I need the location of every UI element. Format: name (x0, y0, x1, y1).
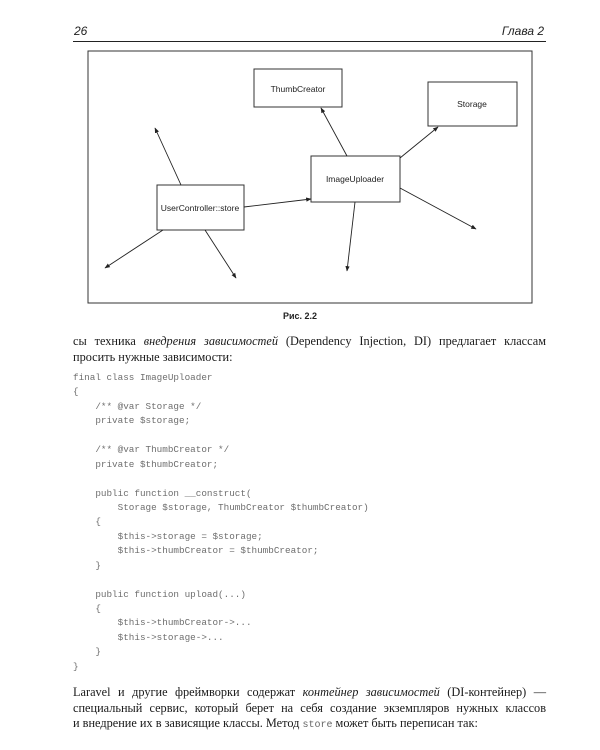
code-line: $this->thumbCreator = $thumbCreator; (73, 545, 319, 557)
paragraph-intro-line-2: просить нужные зависимости: (73, 349, 233, 364)
text-run: может быть переписан так: (332, 716, 478, 730)
figure-frame (87, 50, 533, 304)
arrow-controller-out-up (154, 127, 182, 186)
code-line: /** @var ThumbCreator */ (73, 444, 230, 456)
dependency-diagram: ThumbCreator Storage ImageUploader UserC… (87, 50, 533, 304)
arrow-uploader-to-thumbcreator (320, 107, 348, 157)
imageuploader-box (310, 155, 401, 203)
paragraph-intro-line-1: сы техника внедрения зависимостей (Depen… (73, 334, 546, 350)
thumbcreator-label: ThumbCreator (271, 84, 326, 94)
code-line: Storage $storage, ThumbCreator $thumbCre… (73, 501, 369, 513)
paragraph-di-line-3: и внедрение их в зависящие классы. Метод… (73, 716, 546, 734)
code-line (73, 573, 546, 587)
usercontroller-label: UserController::store (161, 203, 240, 213)
code-line: private $thumbCreator; (73, 458, 219, 470)
storage-box (427, 81, 518, 127)
arrow-controller-out-downright (204, 229, 237, 279)
figure-2-2: ThumbCreator Storage ImageUploader UserC… (0, 0, 600, 321)
code-line: public function __construct( (73, 487, 252, 499)
thumbcreator-box (253, 68, 343, 108)
code-listing: final class ImageUploader { /** @var Stor… (73, 371, 546, 674)
code-line: $this->thumbCreator->... (73, 617, 252, 629)
code-line: } (73, 559, 101, 571)
arrow-uploader-out-down (345, 201, 356, 272)
code-line: } (73, 646, 101, 658)
emphasis-term: внедрения зависимостей (143, 334, 279, 348)
paragraph-di-line-2: специальный сервис, который берет на себ… (73, 700, 546, 715)
figure-caption: Рис. 2.2 (282, 311, 318, 321)
code-line: $this->storage->... (73, 631, 224, 643)
code-line: private $storage; (73, 415, 191, 427)
code-line: $this->storage = $storage; (73, 530, 263, 542)
code-line: /** @var Storage */ (73, 400, 202, 412)
code-line: public function upload(...) (73, 588, 246, 600)
inline-code: store (302, 720, 333, 731)
arrow-controller-out-downleft (104, 229, 164, 269)
page-number: 26 (74, 24, 88, 38)
paragraph-di-container: Laravel и другие фреймворки содержат кон… (73, 685, 546, 734)
usercontroller-box (156, 184, 245, 231)
code-line (73, 472, 546, 486)
text-run: сы техника (73, 334, 144, 348)
arrow-uploader-out-right (399, 187, 477, 230)
paragraph-intro: сы техника внедрения зависимостей (Depen… (73, 334, 546, 365)
code-line: } (73, 660, 79, 672)
chapter-title: Глава 2 (501, 24, 544, 38)
text-run: Laravel и другие фреймворки содержат (73, 685, 303, 699)
code-line: { (73, 386, 79, 398)
text-run: (Dependency Injection, DI) предлагает кл… (278, 334, 546, 348)
arrow-controller-to-uploader (243, 197, 312, 208)
text-run: и внедрение их в зависящие классы. Метод (73, 716, 303, 730)
imageuploader-label: ImageUploader (326, 174, 384, 184)
arrow-uploader-to-storage (399, 126, 439, 159)
text-run: (DI-контейнер) — (439, 685, 547, 699)
header-divider (73, 41, 546, 42)
code-line: { (73, 516, 101, 528)
paragraph-di-line-1: Laravel и другие фреймворки содержат кон… (73, 685, 546, 701)
code-line (73, 429, 546, 443)
code-line: { (73, 603, 101, 614)
emphasis-term: контейнер зависимостей (302, 685, 440, 699)
storage-label: Storage (457, 99, 487, 109)
code-line: final class ImageUploader (73, 372, 213, 383)
